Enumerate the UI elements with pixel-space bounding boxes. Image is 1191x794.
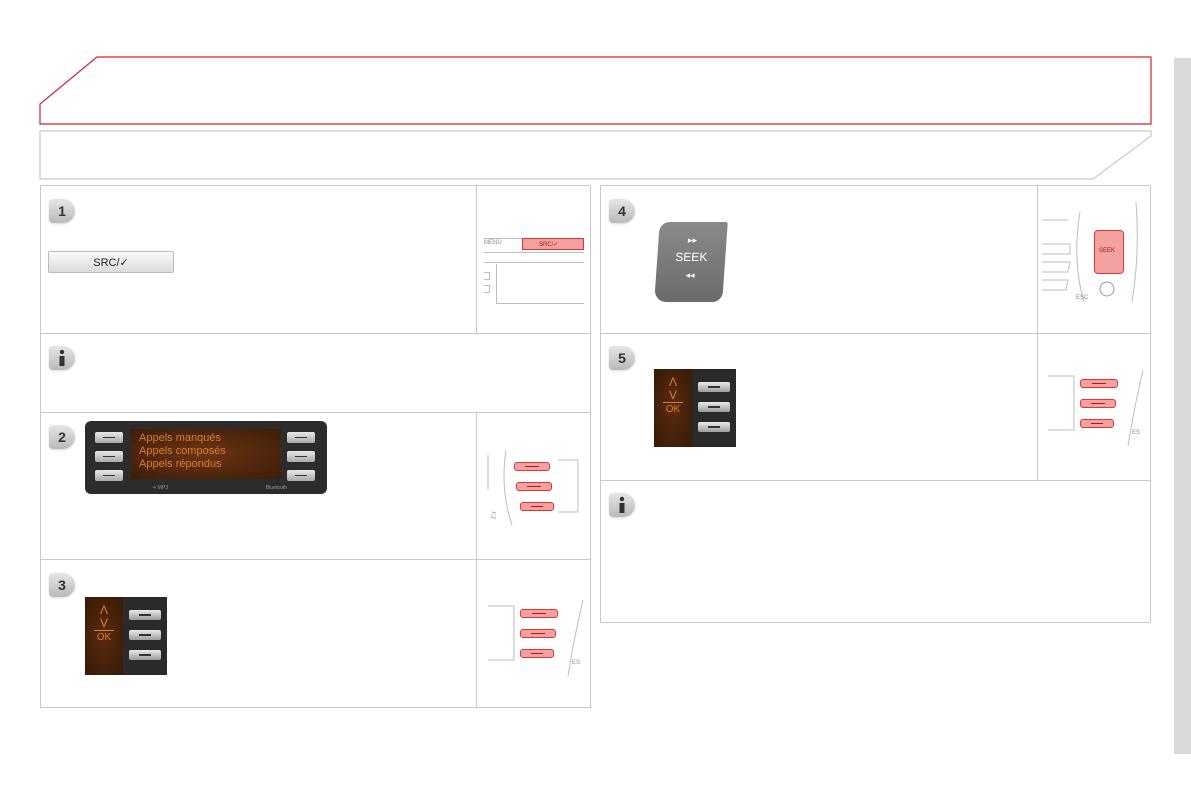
seek-key-illustration: ▸▸ SEEK ◂◂: [654, 222, 728, 302]
es-label: ES: [572, 660, 581, 666]
info-icon: [59, 349, 65, 366]
radio-display-illustration: Appels manqués Appels composés Appels ré…: [85, 421, 327, 494]
down-arrow: V: [668, 388, 677, 402]
up-arrow: Λ: [99, 603, 108, 617]
step-badge: 4: [609, 199, 635, 223]
src-highlight: SRC/✓: [522, 238, 584, 250]
seek-back-icon: ◂◂: [685, 270, 695, 280]
menu-label: MENU: [484, 240, 502, 246]
svg-text:♫: ♫: [489, 511, 497, 521]
src-label: SRC/✓: [539, 242, 559, 248]
seek-forward-icon: ▸▸: [687, 235, 698, 245]
divider: [476, 185, 477, 333]
chapter-banner: [39, 56, 1152, 125]
info-badge: [609, 493, 635, 517]
es-label: ES: [1132, 430, 1141, 436]
keypad-figure: ES: [1046, 370, 1146, 454]
header-frame: [39, 56, 1152, 180]
nav-keys-illustration: Λ V OK: [654, 369, 736, 447]
nav-screen: Λ V OK: [654, 369, 692, 447]
section-banner: [39, 130, 1152, 180]
nav-screen: Λ V OK: [85, 597, 123, 675]
side-tab-bar: [1174, 58, 1191, 754]
divider: [600, 480, 1151, 481]
divider: [40, 412, 591, 413]
mp3-label: •‹ MP3: [153, 485, 169, 491]
esc-label: ESC: [1076, 295, 1089, 301]
step-badge: 5: [609, 346, 635, 370]
info-icon: [619, 496, 625, 513]
divider: [40, 333, 591, 334]
up-arrow: Λ: [668, 375, 677, 389]
divider: [1037, 185, 1038, 480]
seek-label: SEEK: [674, 250, 708, 264]
divider: [600, 333, 1151, 334]
radio-screen: Appels manqués Appels composés Appels ré…: [131, 429, 281, 479]
seek-small-label: SEEK: [1099, 248, 1116, 254]
step-badge: 2: [49, 425, 75, 449]
ok-label: OK: [94, 630, 114, 644]
down-arrow: V: [99, 616, 108, 630]
seek-panel-figure: SEEK ESC: [1040, 192, 1148, 328]
menu-item-dialled-calls: Appels composés: [139, 445, 226, 457]
seek-highlight: SEEK: [1094, 230, 1124, 274]
bluetooth-label: Bluetooth: [265, 485, 287, 491]
front-panel-figure: MENU SRC/✓: [482, 192, 586, 328]
src-button-illustration: SRC/✓: [48, 251, 174, 273]
divider: [476, 412, 477, 708]
menu-item-received-calls: Appels répondus: [139, 458, 222, 470]
menu-item-missed-calls: Appels manqués: [139, 432, 221, 444]
keypad-figure: ♫: [482, 450, 586, 550]
ok-label: OK: [663, 402, 683, 416]
radio-footer: •‹ MP3 Bluetooth: [153, 485, 287, 491]
nav-keys-illustration: Λ V OK: [85, 597, 167, 675]
step-badge: 3: [49, 573, 75, 597]
divider: [40, 559, 591, 560]
info-badge: [49, 346, 75, 370]
keypad-figure: ES: [486, 598, 586, 682]
step-badge: 1: [49, 199, 75, 223]
